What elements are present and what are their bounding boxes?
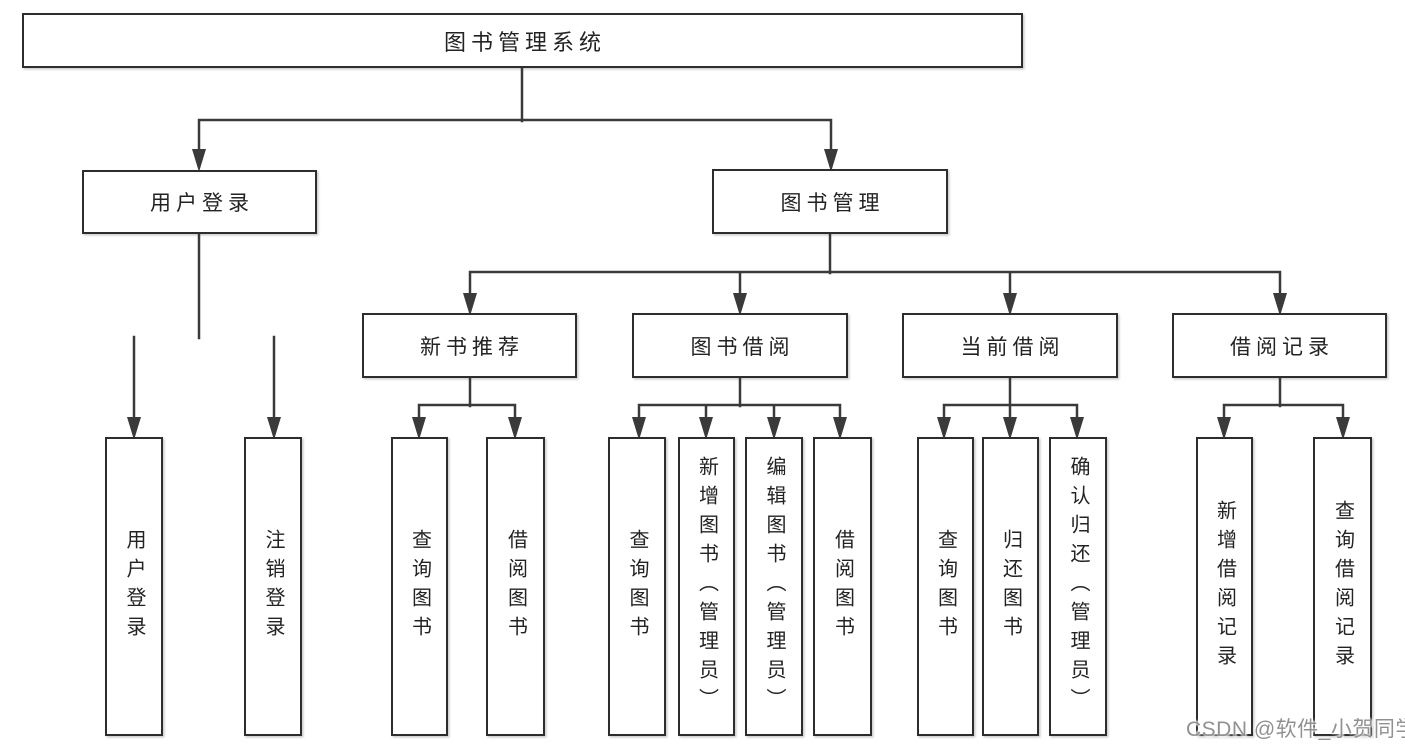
csdn-watermark: CSDN @软件_小贺同学 <box>1186 718 1405 741</box>
leaf-user-login: 用户登录 <box>105 437 163 736</box>
leaf-borrow-query-books-label: 查询图书 <box>626 528 648 645</box>
leaf-recommend-borrow-books: 借阅图书 <box>486 437 545 736</box>
leaf-borrow-borrow-books-label: 借阅图书 <box>831 528 854 645</box>
leaf-current-confirm-return: 确认归还（管理员） <box>1049 437 1107 736</box>
leaf-recommend-query-books: 查询图书 <box>391 437 448 736</box>
leaf-borrow-query-books: 查询图书 <box>608 437 666 736</box>
leaf-borrow-edit-books-label: 编辑图书（管理员） <box>763 456 785 717</box>
node-system-root: 图书管理系统 <box>22 13 1023 68</box>
node-book-management: 图书管理 <box>712 169 948 234</box>
leaf-current-confirm-return-label: 确认归还（管理员） <box>1067 456 1089 717</box>
leaf-logout-label: 注销登录 <box>262 528 284 645</box>
leaf-current-return-books: 归还图书 <box>982 437 1039 736</box>
leaf-borrow-borrow-books: 借阅图书 <box>813 437 872 736</box>
node-book-borrow: 图书借阅 <box>632 313 848 378</box>
leaf-recommend-query-books-label: 查询图书 <box>408 528 431 645</box>
leaf-user-login-label: 用户登录 <box>123 528 145 645</box>
arrowheads <box>127 149 1350 440</box>
leaf-records-query-record-label: 查询借阅记录 <box>1331 499 1354 674</box>
leaf-current-query-books: 查询图书 <box>917 437 974 736</box>
node-current-borrow: 当前借阅 <box>902 313 1118 378</box>
leaf-borrow-add-books-label: 新增图书（管理员） <box>695 456 718 717</box>
node-current-borrow-label: 当前借阅 <box>960 335 1065 359</box>
leaf-records-add-record: 新增借阅记录 <box>1196 437 1253 736</box>
leaf-borrow-edit-books: 编辑图书（管理员） <box>745 437 803 736</box>
node-user-login: 用户登录 <box>82 170 317 234</box>
node-new-book-recommend-label: 新书推荐 <box>420 335 524 359</box>
node-new-book-recommend: 新书推荐 <box>362 313 577 378</box>
leaf-current-return-books-label: 归还图书 <box>999 528 1022 645</box>
node-user-login-label: 用户登录 <box>150 192 254 215</box>
node-borrow-records: 借阅记录 <box>1172 313 1387 378</box>
leaf-logout: 注销登录 <box>244 437 302 736</box>
leaf-records-add-record-label: 新增借阅记录 <box>1213 499 1236 674</box>
node-system-root-label: 图书管理系统 <box>443 29 606 55</box>
leaf-records-query-record: 查询借阅记录 <box>1313 437 1372 736</box>
node-borrow-records-label: 借阅记录 <box>1230 335 1334 359</box>
node-book-management-label: 图书管理 <box>780 191 885 215</box>
node-book-borrow-label: 图书借阅 <box>690 335 795 359</box>
leaf-borrow-add-books: 新增图书（管理员） <box>678 437 735 736</box>
leaf-current-query-books-label: 查询图书 <box>934 528 957 645</box>
leaf-recommend-borrow-books-label: 借阅图书 <box>504 528 527 645</box>
